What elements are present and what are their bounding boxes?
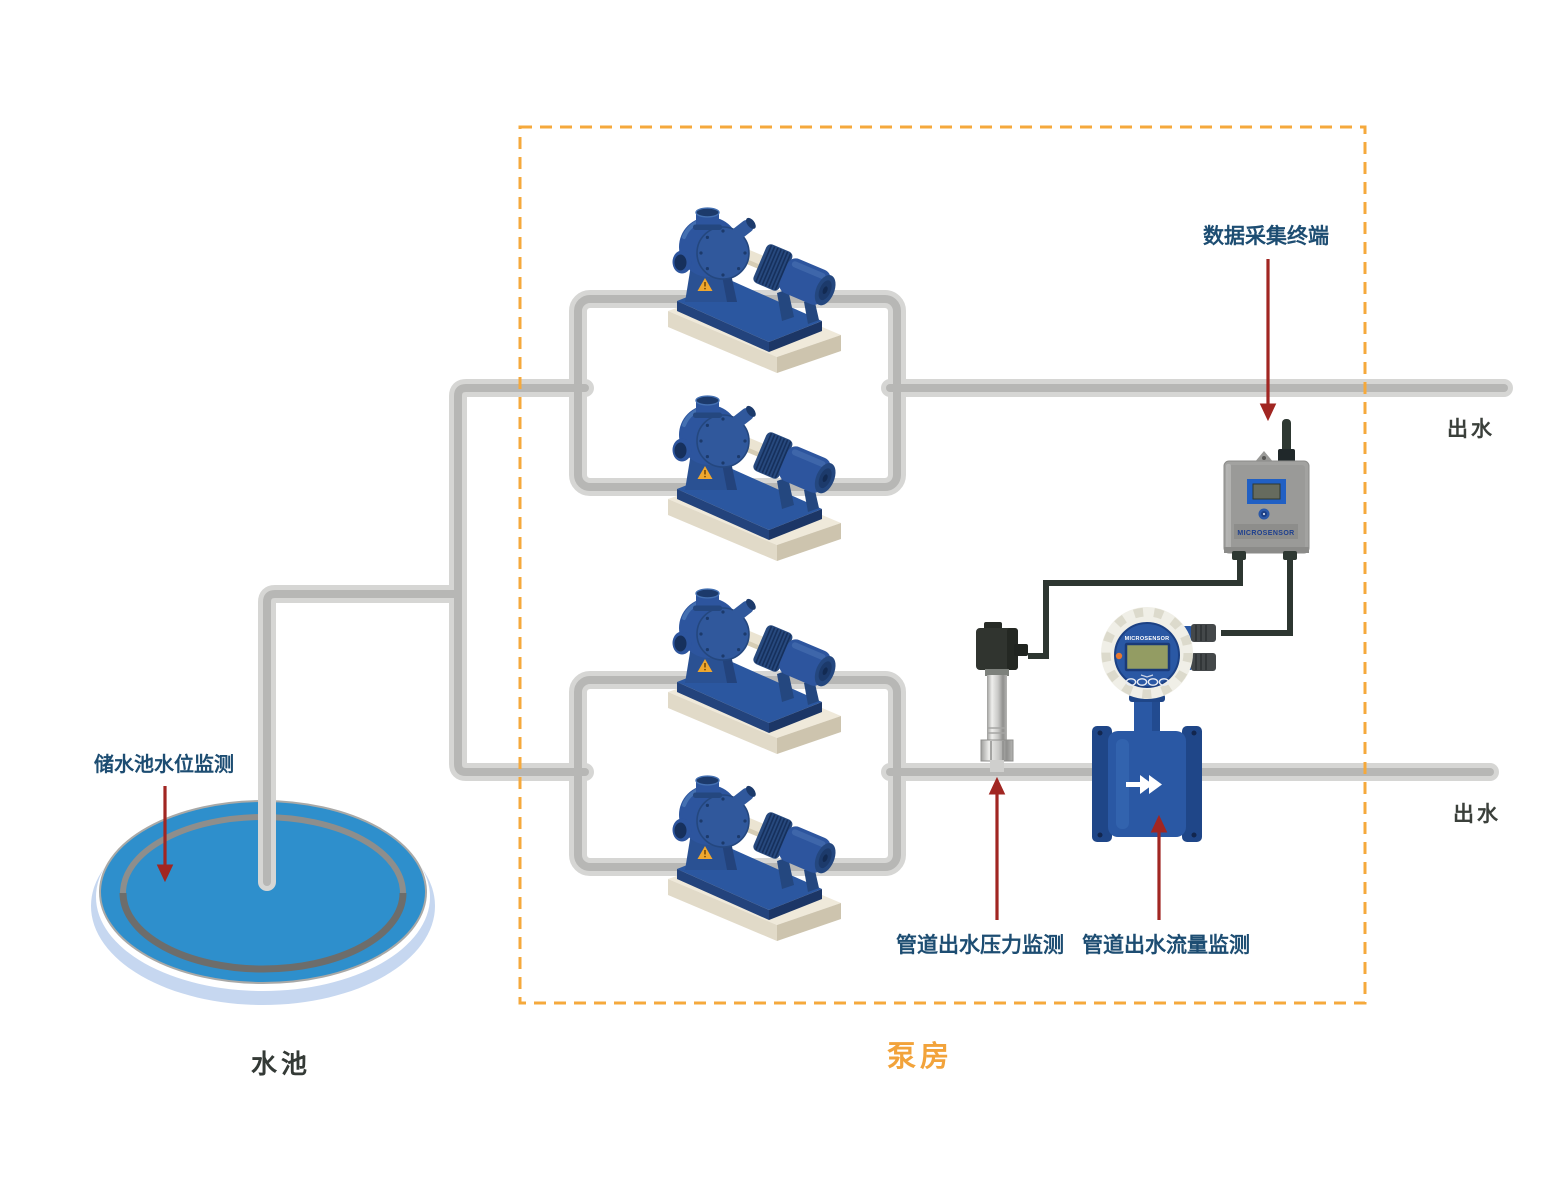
flow-direction-arrow-icon <box>1126 775 1162 794</box>
data-terminal-device: MICROSENSOR <box>1223 419 1310 560</box>
arrow-to-flow-meter-icon <box>1150 814 1168 920</box>
arrow-to-pool-icon <box>156 786 174 883</box>
pool-label: 水池 <box>250 1049 312 1079</box>
pipe-flow-label: 管道出水流量监测 <box>1082 934 1250 957</box>
reservoir-level-label: 储水池水位监测 <box>94 754 234 776</box>
water-pool <box>91 800 435 1005</box>
pipe-pressure-label: 管道出水压力监测 <box>896 934 1064 957</box>
pump-house-label: 泵房 <box>886 1041 954 1073</box>
terminal-brand: MICROSENSOR <box>1237 530 1294 537</box>
antenna-icon <box>1278 419 1295 464</box>
outlet-top-label: 出水 <box>1447 418 1495 441</box>
arrow-to-terminal-icon <box>1259 259 1277 422</box>
terminal-screen <box>1247 479 1286 504</box>
flow-meter-device: MICROSENSOR <box>1092 607 1216 842</box>
flow-meter-brand: MICROSENSOR <box>1125 636 1170 642</box>
pressure-transmitter-device <box>976 622 1028 772</box>
pipe-network <box>267 299 1504 882</box>
pump-house-boundary <box>518 125 1367 1005</box>
outlet-bottom-label: 出水 <box>1453 803 1501 826</box>
data-terminal-label: 数据采集终端 <box>1203 225 1329 248</box>
signal-cables <box>1028 556 1293 659</box>
arrow-to-pressure-sensor-icon <box>988 776 1006 920</box>
